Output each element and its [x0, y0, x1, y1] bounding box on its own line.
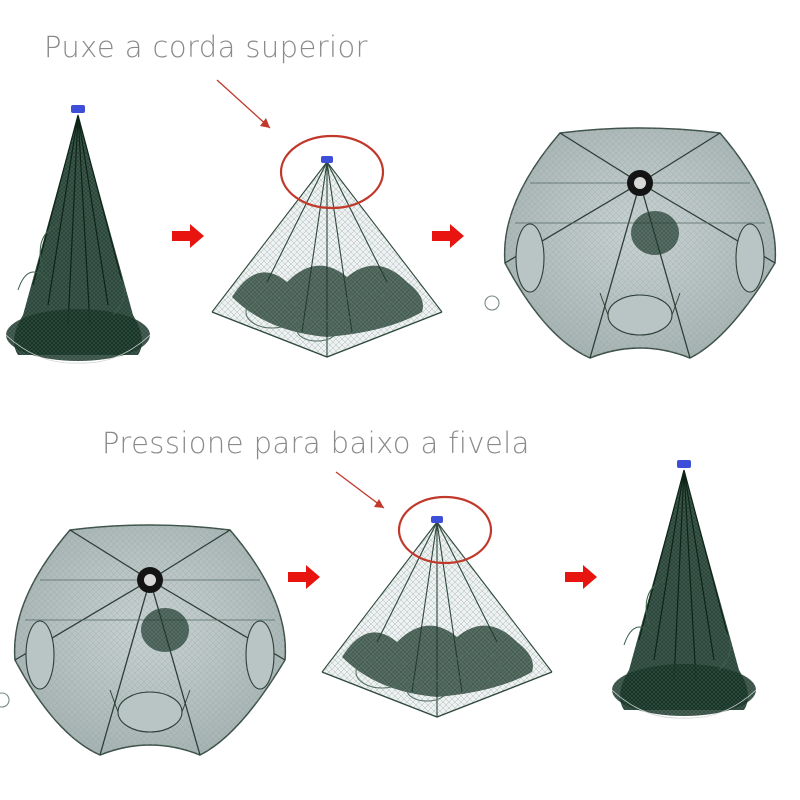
next-step-arrow-icon	[172, 224, 204, 248]
next-step-arrow-icon	[288, 565, 320, 589]
next-step-arrow-icon	[565, 565, 597, 589]
highlight-ring	[279, 134, 385, 210]
collapsed-net-image	[611, 459, 757, 719]
pointer-arrow-line	[216, 79, 271, 129]
pointer-arrow-head-icon	[260, 118, 270, 128]
next-step-arrow-icon	[432, 224, 464, 248]
caption-press-buckle: Pressione para baixo a fivela	[102, 426, 530, 460]
highlight-ring	[397, 495, 493, 565]
half-open-net-image	[211, 155, 443, 358]
open-hexagonal-net-image	[0, 524, 287, 756]
pointer-arrow-line	[335, 471, 385, 509]
half-open-net-image	[321, 515, 553, 718]
open-hexagonal-net-image	[484, 127, 777, 359]
caption-pull-top-rope: Puxe a corda superior	[44, 30, 368, 64]
collapsed-net-image	[5, 104, 151, 364]
pointer-arrow-head-icon	[374, 499, 384, 508]
